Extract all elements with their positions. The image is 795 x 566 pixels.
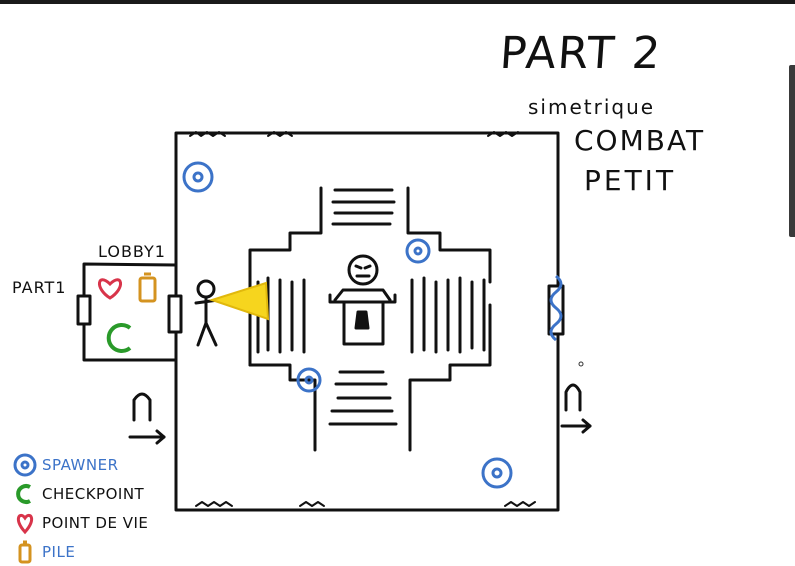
- player-figure: [194, 279, 220, 347]
- part1-label: PART1: [12, 278, 67, 297]
- spawner-marker: [182, 161, 214, 193]
- cross-wall-left-bottom: [248, 363, 317, 452]
- battery-icon: [18, 540, 32, 563]
- stairs-top: [331, 188, 396, 226]
- legend-label: PILE: [42, 542, 76, 561]
- checkpoint-pickup: [106, 323, 132, 353]
- checkpoint-icon: [16, 483, 31, 504]
- legend-item-spawner: SPAWNER: [12, 450, 148, 479]
- cross-wall-right-bottom: [408, 303, 492, 452]
- note-combat: COMBAT: [574, 124, 706, 157]
- note-symmetric: simetrique: [528, 95, 656, 119]
- legend-item-checkpoint: CHECKPOINT: [12, 479, 148, 508]
- legend-item-battery: PILE: [12, 537, 148, 566]
- note-small: PETIT: [584, 164, 677, 197]
- lobby-label: LOBBY1: [98, 242, 166, 261]
- spawner-marker: [481, 457, 513, 489]
- side-panel-handle[interactable]: [789, 65, 795, 237]
- cross-wall-right-top: [406, 186, 492, 284]
- legend-label: SPAWNER: [42, 455, 119, 474]
- spawner-icon: [13, 453, 37, 476]
- entry-marker: [128, 392, 166, 445]
- cross-wall-left-top: [248, 186, 323, 367]
- legend-item-health: POINT DE VIE: [12, 508, 148, 537]
- legend-label: CHECKPOINT: [42, 484, 145, 503]
- boss-figure: [328, 254, 397, 346]
- top-border: [0, 0, 795, 4]
- door-lobby: [167, 294, 183, 334]
- flashlight-beam: [208, 281, 270, 321]
- stairs-bottom: [328, 370, 398, 426]
- heart-pickup: [98, 278, 122, 300]
- spawner-marker: [405, 238, 431, 264]
- exit-spiral: [549, 274, 563, 342]
- legend: SPAWNER CHECKPOINT POINT DE VIE PILE: [12, 450, 148, 566]
- battery-pickup: [138, 272, 157, 303]
- legend-label: POINT DE VIE: [42, 513, 149, 532]
- spawner-marker: [296, 367, 322, 393]
- lobby-room: [82, 262, 178, 362]
- stairs-right: [410, 276, 486, 354]
- stairs-left: [256, 276, 306, 354]
- stray-dot: [578, 361, 584, 367]
- rubble: [189, 131, 536, 507]
- door-part1: [76, 294, 92, 326]
- exit-marker: [560, 383, 592, 434]
- heart-icon: [16, 513, 34, 534]
